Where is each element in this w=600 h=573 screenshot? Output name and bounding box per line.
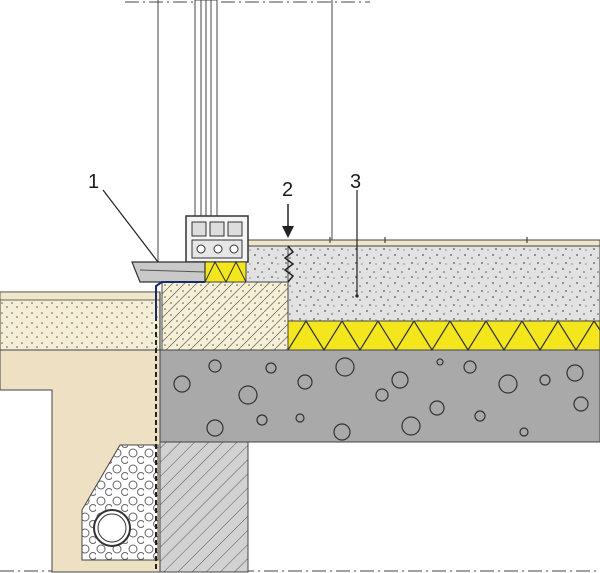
exterior-paving — [0, 291, 161, 301]
edge-joint — [283, 245, 295, 283]
screed-upper — [245, 245, 289, 283]
callout-2-label: 2 — [282, 179, 293, 201]
floor-joints — [329, 237, 528, 243]
sealing-tape — [155, 281, 205, 320]
callout-1-label: 1 — [88, 171, 99, 193]
callout-1-leader — [102, 189, 159, 263]
slab-aggregate — [173, 357, 589, 441]
perimeter-insulation — [161, 281, 289, 351]
window-frame — [185, 215, 249, 263]
concrete-slab — [159, 349, 600, 443]
floor-finish — [245, 239, 600, 247]
floor-screed — [287, 245, 600, 322]
sill-insulation — [204, 261, 247, 283]
window-glazing — [157, 0, 218, 262]
floor-insulation — [287, 320, 600, 351]
callout-3-label: 3 — [350, 171, 361, 193]
basement-wall — [159, 439, 249, 573]
drain-pipe — [93, 509, 131, 547]
exterior-soil-layer — [0, 291, 161, 351]
